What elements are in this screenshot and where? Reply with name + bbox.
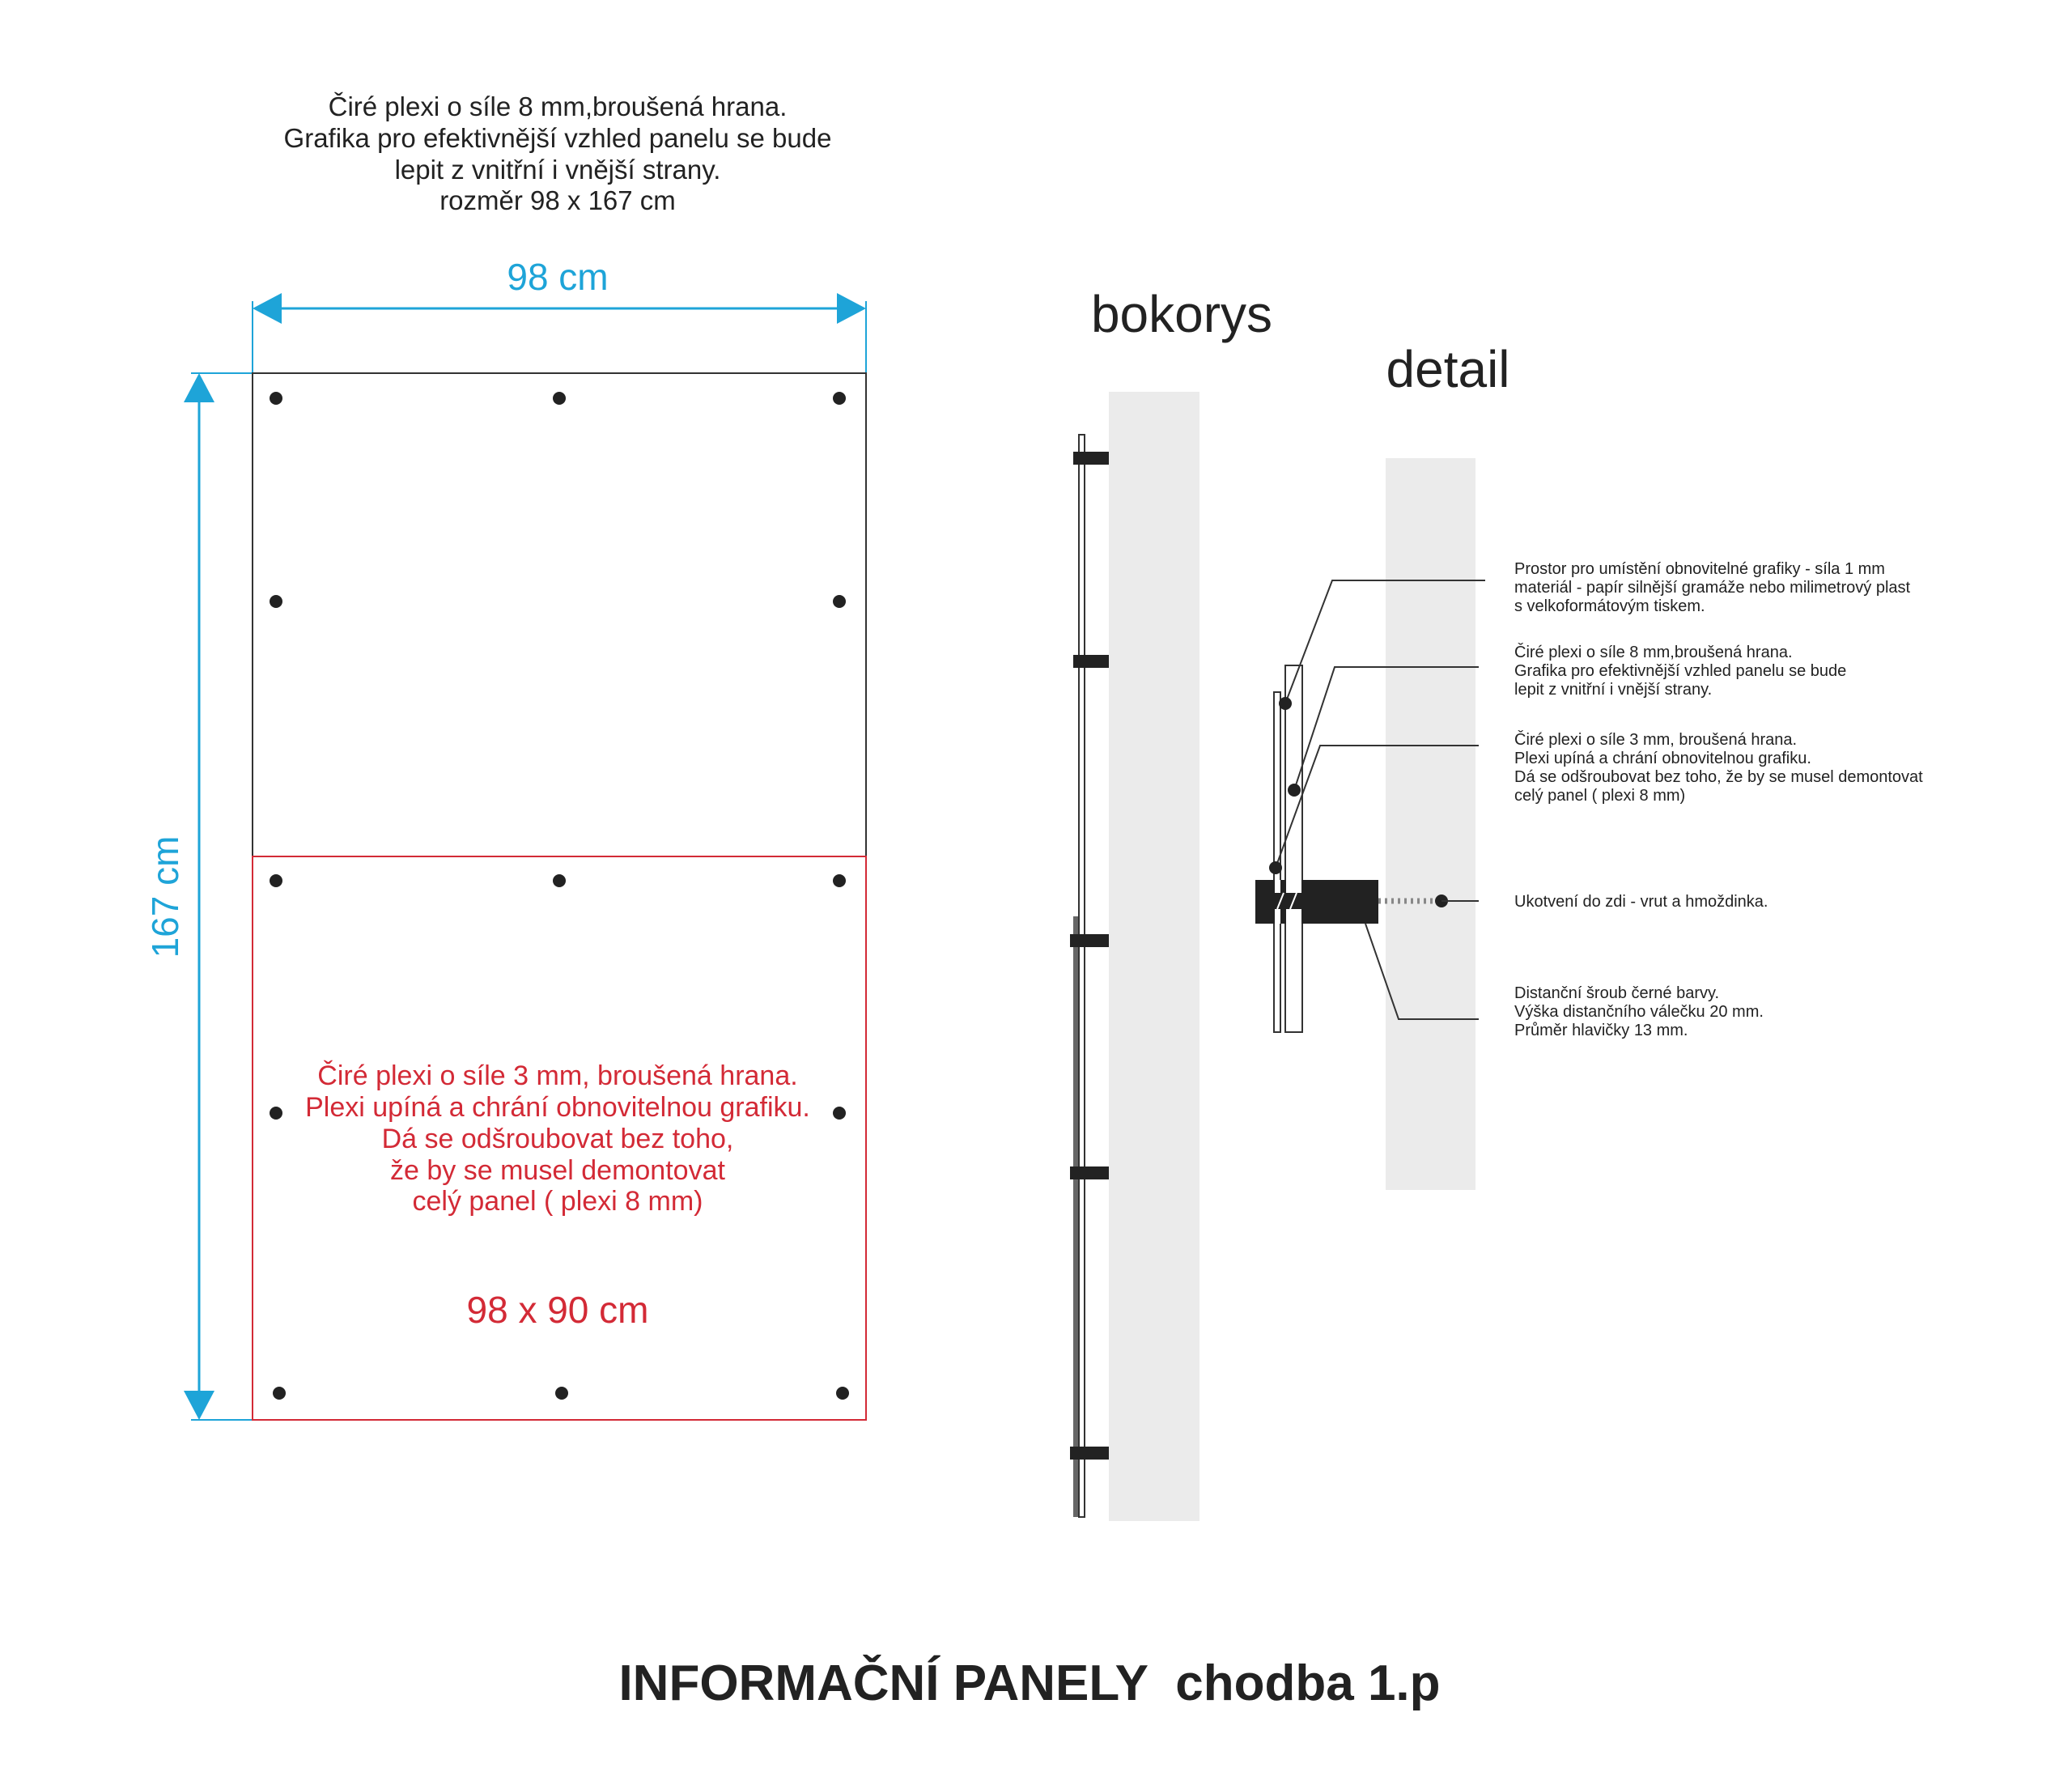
screw-dot [270,595,282,608]
detail-label: detail [1386,340,1510,398]
leader-dot [1279,697,1292,710]
wall [1109,392,1199,1521]
lower-panel-line: že by se musel demontovat [390,1155,725,1186]
lower-panel-line: Dá se odšroubovat bez toho, [382,1124,734,1154]
lower-panel-line: celý panel ( plexi 8 mm) [412,1186,703,1217]
height-label: 167 cm [144,836,186,958]
width-label: 98 cm [507,256,608,298]
lower-panel-size: 98 x 90 cm [467,1289,649,1331]
detail-view: detail Prostor pro umístění obnovitelné … [1255,340,1923,1190]
screw-dot [836,1387,849,1400]
annotation-line: Distanční šroub černé barvy. [1514,984,1719,1002]
screw-dot [833,595,846,608]
plexi-8mm-side [1078,434,1085,1518]
screw-dot [270,392,282,405]
annotation-line: Dá se odšroubovat bez toho, že by se mus… [1514,768,1923,786]
annotation-line: Výška distančního válečku 20 mm. [1514,1003,1764,1021]
description-line: rozměr 98 x 167 cm [439,185,676,215]
page-title: INFORMAČNÍ PANELY chodba 1.p [618,1655,1440,1711]
annotation-line: Grafika pro efektivnější vzhled panelu s… [1514,662,1846,680]
detail-plexi-8mm [1284,665,1303,1033]
plexi-3mm-side [1073,916,1078,1517]
leader-dot [1269,861,1282,874]
leader-dot [1288,784,1301,797]
brackets [1070,452,1109,1460]
annotation-line: Čiré plexi o síle 8 mm,broušená hrana. [1514,643,1793,661]
screw-dot [553,392,566,405]
bracket [1070,934,1109,947]
mounting-points [270,392,849,1400]
annotation-line: Čiré plexi o síle 3 mm, broušená hrana. [1514,730,1797,749]
annotation-line: Plexi upíná a chrání obnovitelnou grafik… [1514,750,1811,767]
lower-panel-line: Čiré plexi o síle 3 mm, broušená hrana. [317,1060,797,1091]
width-dimension: 98 cm [252,256,867,373]
leader-lines [1275,580,1485,1020]
annotation-line: Průměr hlavičky 13 mm. [1514,1022,1688,1039]
detail-annotations: Prostor pro umístění obnovitelné grafiky… [1514,560,1923,1039]
screw-dot [555,1387,568,1400]
annotation-line: Prostor pro umístění obnovitelné grafiky… [1514,560,1885,578]
side-view: bokorys [1070,285,1272,1521]
screw-dot [833,1107,846,1120]
lower-panel [252,856,867,1421]
screw-dot [833,874,846,887]
screw-dot [270,874,282,887]
description-line: Čiré plexi o síle 8 mm,broušená hrana. [329,91,788,121]
bracket [1070,1166,1109,1179]
front-description: Čiré plexi o síle 8 mm,broušená hrana. G… [284,91,832,215]
description-line: lepit z vnitřní i vnější strany. [395,155,721,185]
description-line: Grafika pro efektivnější vzhled panelu s… [284,123,832,153]
height-dimension: 167 cm [144,372,253,1421]
upper-panel [252,372,867,857]
arrow-up-icon [184,373,214,402]
annotation-line: celý panel ( plexi 8 mm) [1514,787,1685,805]
arrow-left-icon [253,293,282,324]
annotation-line: Ukotvení do zdi - vrut a hmoždinka. [1514,893,1768,911]
bracket [1073,655,1109,668]
annotation-line: materiál - papír silnější gramáže nebo m… [1514,579,1911,597]
screw-dot [270,1107,282,1120]
annotation-line: s velkoformátovým tiskem. [1514,597,1705,615]
screw-dot [833,392,846,405]
side-view-label: bokorys [1091,285,1272,343]
front-view: Čiré plexi o síle 8 mm,broušená hrana. G… [144,91,867,1421]
screw-dot [553,874,566,887]
lower-panel-description: Čiré plexi o síle 3 mm, broušená hrana. … [305,1060,810,1331]
arrow-right-icon [837,293,866,324]
lower-panel-line: Plexi upíná a chrání obnovitelnou grafik… [305,1092,810,1123]
screw-dot [273,1387,286,1400]
annotation-line: lepit z vnitřní i vnější strany. [1514,681,1712,699]
bracket [1073,452,1109,465]
detail-wall [1386,458,1475,1190]
bracket [1070,1447,1109,1460]
spacer-screw [1255,880,1378,924]
arrow-down-icon [184,1391,214,1420]
